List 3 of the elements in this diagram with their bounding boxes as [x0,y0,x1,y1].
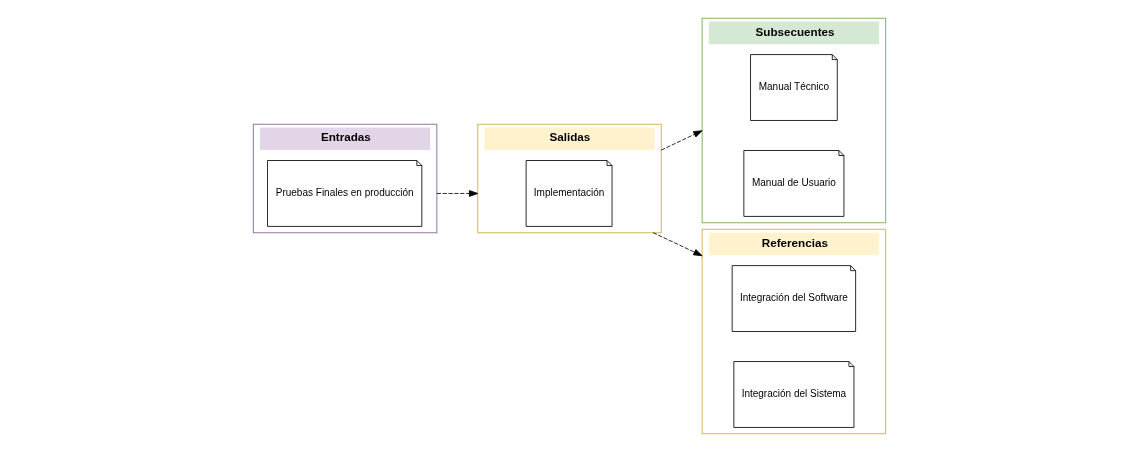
arrow [436,190,479,197]
arrow [652,232,703,257]
arrow [660,130,703,151]
